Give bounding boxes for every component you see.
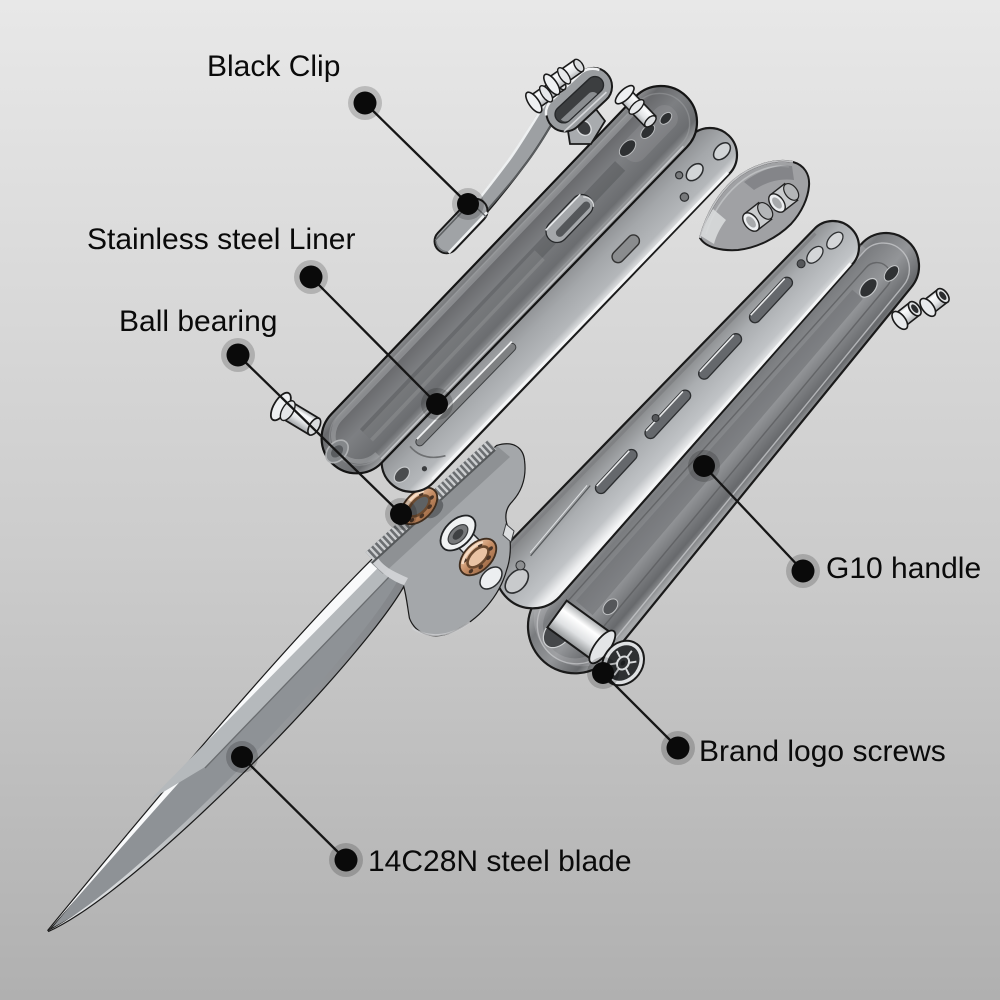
svg-text:Black Clip: Black Clip [207,50,340,83]
svg-text:Brand logo screws: Brand logo screws [699,735,946,768]
svg-text:G10 handle: G10 handle [826,552,981,585]
svg-text:Ball bearing: Ball bearing [119,305,277,338]
svg-text:14C28N steel blade: 14C28N steel blade [368,845,632,878]
svg-text:Stainless steel Liner: Stainless steel Liner [87,223,355,256]
